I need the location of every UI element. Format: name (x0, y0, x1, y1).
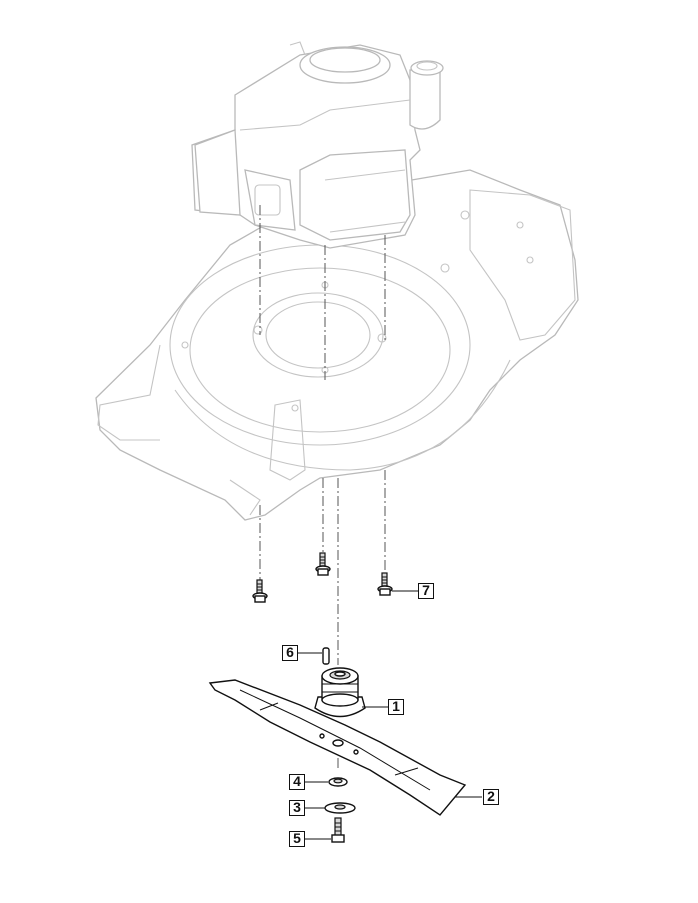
callout-7: 7 (418, 583, 434, 599)
deck-bolt-right (377, 572, 393, 596)
mower-blade (208, 679, 467, 816)
shaft-key (322, 647, 330, 665)
blade-adapter (314, 667, 366, 718)
deck-bolt-middle (315, 552, 331, 576)
callout-2: 2 (483, 789, 499, 805)
callout-3: 3 (289, 800, 305, 816)
callout-5: 5 (289, 831, 305, 847)
callout-4: 4 (289, 774, 305, 790)
lock-washer (328, 777, 348, 787)
callout-1: 1 (388, 699, 404, 715)
flat-washer (324, 802, 356, 814)
deck-bolt-left (252, 579, 268, 603)
alignment-lines (259, 205, 386, 770)
callout-6: 6 (282, 645, 298, 661)
engine (191, 41, 444, 249)
blade-bolt (331, 817, 345, 843)
